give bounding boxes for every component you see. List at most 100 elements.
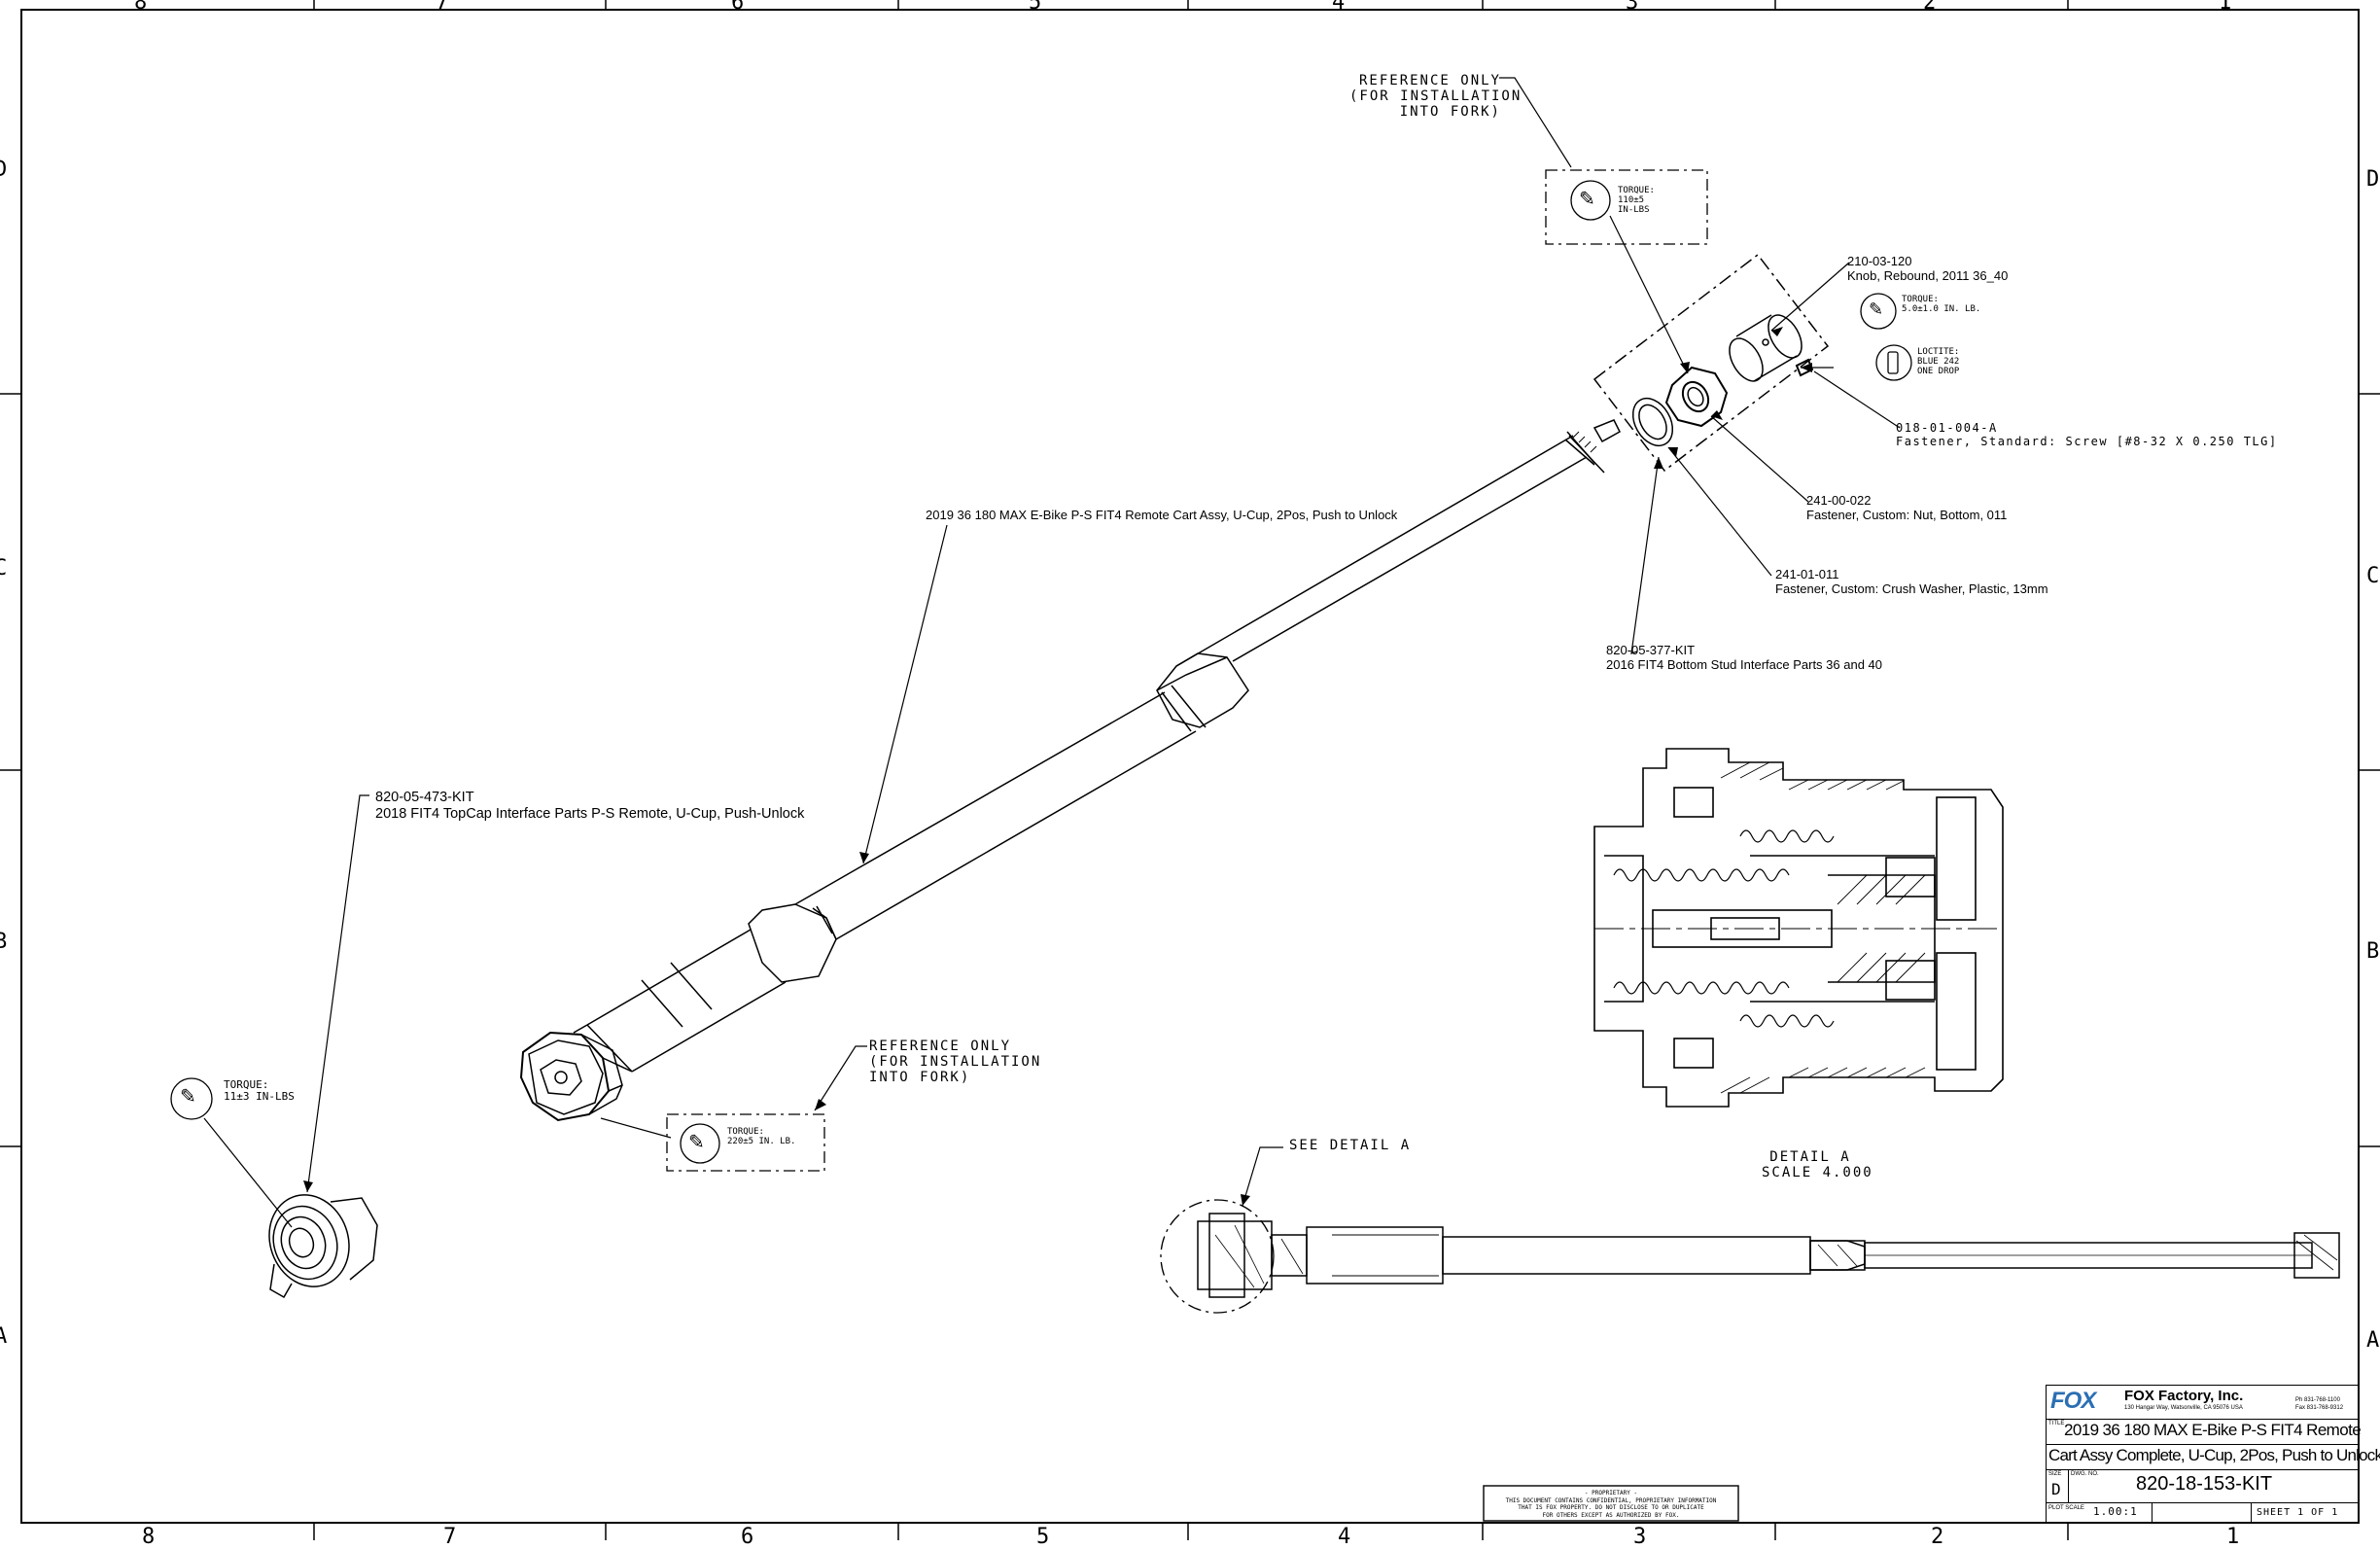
zone-6-top: 6 [731, 0, 747, 15]
size-value: D [2051, 1480, 2063, 1498]
torque-11-label: TORQUE: [224, 1078, 269, 1091]
see-detail-note: SEE DETAIL A [1289, 1138, 1412, 1153]
zone-6-bottom: 6 [741, 1525, 756, 1549]
proprietary-line1: - PROPRIETARY - [1584, 1490, 1638, 1496]
zone-2-top: 2 [1923, 0, 1939, 15]
torque-110-label: TORQUE: [1618, 186, 1655, 195]
zone-4-top: 4 [1332, 0, 1348, 15]
ref-top-line3: INTO FORK) [1399, 104, 1501, 121]
detail-a-label: DETAIL A SCALE 4.000 [1762, 1149, 1872, 1180]
topcap-part [268, 1194, 378, 1299]
zone-a-left: A [0, 1324, 10, 1349]
zone-5-bottom: 5 [1036, 1525, 1052, 1549]
callout-pn: 820-05-377-KIT [1606, 643, 1696, 657]
torque-110-unit: IN-LBS [1618, 204, 1650, 215]
callout-pn: 210-03-120 [1847, 254, 1912, 268]
callout-pn: 820-05-473-KIT [375, 790, 474, 805]
torque-5-value: 5.0±1.0 IN. LB. [1902, 303, 1981, 314]
detail-a-section [1593, 748, 2004, 1108]
ref-top-line1: REFERENCE ONLY [1358, 73, 1501, 88]
title-line2: Cart Assy Complete, U-Cup, 2Pos, Push to… [2048, 1446, 2380, 1464]
zone-3-top: 3 [1626, 0, 1641, 15]
reference-note-mid: REFERENCE ONLY (FOR INSTALLATION INTO FO… [869, 1039, 1041, 1085]
callout-desc: Knob, Rebound, 2011 36_40 [1847, 267, 2009, 283]
title-line1: 2019 36 180 MAX E-Bike P-S FIT4 Remote [2064, 1421, 2362, 1439]
callout-241-01-011: 241-01-011 Fastener, Custom: Crush Washe… [1775, 567, 2048, 597]
proprietary-line2: THIS DOCUMENT CONTAINS CONFIDENTIAL, PRO… [1505, 1496, 1717, 1504]
zone-1-bottom: 1 [2226, 1525, 2242, 1549]
torque-220-value: 220±5 IN. LB. [727, 1136, 796, 1146]
callout-cartridge: 2019 36 180 MAX E-Bike P-S FIT4 Remote C… [926, 508, 1398, 522]
torque-110-value: 110±5 [1618, 194, 1645, 205]
title-block-header: FOX FOX Factory, Inc. 130 Hangar Way, Wa… [2047, 1386, 2358, 1420]
torque-note-5: TORQUE: 5.0±1.0 IN. LB. [1902, 295, 1981, 315]
fox-logo: FOX [2050, 1388, 2096, 1414]
ref-top-line2: (FOR INSTALLATION [1349, 88, 1522, 105]
bottom-stud-parts [1592, 253, 1830, 473]
proprietary-notice: - PROPRIETARY - THIS DOCUMENT CONTAINS C… [1486, 1490, 1736, 1519]
zone-8-top: 8 [134, 0, 150, 15]
wrench-icon: ✎ [1579, 189, 1595, 210]
zone-2-bottom: 2 [1931, 1525, 1946, 1549]
ref-mid-line1: REFERENCE ONLY [869, 1039, 1012, 1054]
loctite-label: LOCTITE: [1917, 347, 1960, 357]
proprietary-box [1483, 1485, 1739, 1522]
detail-a-title: DETAIL A [1769, 1149, 1851, 1165]
zone-7-bottom: 7 [443, 1525, 459, 1549]
company-address: 130 Hangar Way, Watsonville, CA 95076 US… [2124, 1405, 2243, 1411]
zone-c-left: C [0, 556, 10, 581]
zone-8-bottom: 8 [142, 1525, 158, 1549]
title-block: FOX FOX Factory, Inc. 130 Hangar Way, Wa… [2046, 1385, 2380, 1523]
reference-note-top: REFERENCE ONLY (FOR INSTALLATION INTO FO… [1349, 73, 1522, 121]
zone-c-right: C [2366, 564, 2380, 588]
plot-scale-label: PLOT SCALE [2048, 1505, 2084, 1511]
callout-pn: 018-01-004-A [1896, 421, 1998, 435]
wrench-icon: ✎ [688, 1132, 705, 1153]
company-name: FOX Factory, Inc. [2124, 1388, 2244, 1404]
torque-note-11: TORQUE: 11±3 IN-LBS [224, 1078, 295, 1104]
wrench-icon: ✎ [1869, 299, 1884, 319]
inner-border [20, 9, 2360, 1524]
loctite-note: LOCTITE: BLUE 242 ONE DROP [1917, 347, 1960, 377]
company-fax: Fax 831-768-9312 [2295, 1405, 2344, 1411]
title-label: TITLE [2048, 1421, 2065, 1426]
callout-desc: 2016 FIT4 Bottom Stud Interface Parts 36… [1606, 656, 1883, 672]
callout-pn: 241-00-022 [1806, 493, 1872, 508]
loctite-type: BLUE 242 [1917, 356, 1960, 367]
dwg-area: SIZE D DWG. NO. 820-18-153-KIT [2047, 1469, 2358, 1503]
zone-d-left: D [0, 158, 10, 182]
ref-mid-line3: INTO FORK) [869, 1070, 971, 1086]
loctite-amount: ONE DROP [1917, 366, 1960, 376]
size-label: SIZE [2048, 1471, 2062, 1477]
callout-desc: 2018 FIT4 TopCap Interface Parts P-S Rem… [375, 805, 805, 822]
torque-note-220: TORQUE: 220±5 IN. LB. [727, 1127, 796, 1147]
zone-d-right: D [2366, 167, 2380, 192]
callout-018-01-004-a: 018-01-004-A Fastener, Standard: Screw [… [1896, 421, 2278, 449]
plot-scale-value: 1.00:1 [2093, 1505, 2138, 1518]
cartridge-assembly [519, 419, 1621, 1122]
callout-desc: Fastener, Standard: Screw [#8-32 X 0.250… [1896, 434, 2278, 448]
callout-820-05-473-kit: 820-05-473-KIT 2018 FIT4 TopCap Interfac… [375, 790, 804, 822]
torque-note-110: TORQUE: 110±5 IN-LBS [1618, 186, 1655, 216]
scale-area: PLOT SCALE 1.00:1 SHEET 1 OF 1 [2047, 1502, 2358, 1522]
zone-b-left: B [0, 930, 10, 954]
torque-11-value: 11±3 IN-LBS [224, 1090, 295, 1104]
wrench-icon: ✎ [180, 1086, 196, 1108]
callout-210-03-120: 210-03-120 Knob, Rebound, 2011 36_40 [1847, 254, 2009, 284]
torque-220-label: TORQUE: [727, 1127, 764, 1137]
callout-desc: Fastener, Custom: Crush Washer, Plastic,… [1775, 581, 2048, 596]
dwg-label: DWG. NO. [2071, 1471, 2099, 1477]
zone-7-top: 7 [436, 0, 451, 15]
dwg-number: 820-18-153-KIT [2136, 1473, 2273, 1495]
proprietary-line4: FOR OTHERS EXCEPT AS AUTHORIZED BY FOX. [1542, 1511, 1680, 1519]
title-area: TITLE 2019 36 180 MAX E-Bike P-S FIT4 Re… [2047, 1419, 2380, 1470]
zone-1-top: 1 [2219, 0, 2234, 15]
torque-5-label: TORQUE: [1902, 295, 1939, 304]
zone-5-top: 5 [1029, 0, 1044, 15]
full-length-section [1197, 1213, 2340, 1298]
zone-a-right: A [2366, 1328, 2380, 1353]
company-phone: Ph 831-768-1100 [2295, 1397, 2340, 1403]
callout-820-05-377-kit: 820-05-377-KIT 2016 FIT4 Bottom Stud Int… [1606, 643, 1883, 673]
